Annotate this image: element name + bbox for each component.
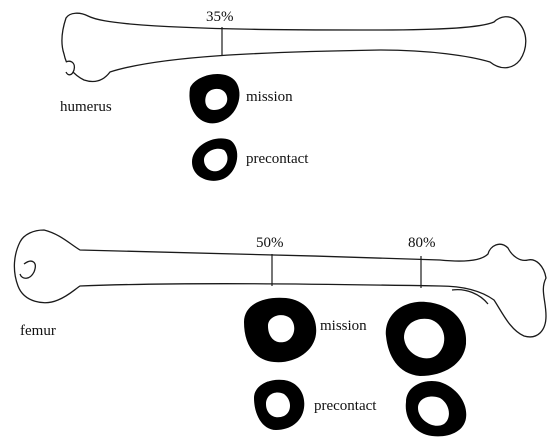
femur-mission-label: mission: [320, 318, 367, 334]
femur-80-precontact-cross-section: [406, 381, 467, 436]
femur-80-mission-cross-section: [386, 302, 466, 376]
humerus-outline: [62, 13, 526, 81]
humerus-marker-35-label: 35%: [206, 9, 234, 25]
humerus-precontact-cross-section: [192, 138, 237, 180]
femur-figure: 50% 80% femur mission precontact: [14, 230, 546, 436]
humerus-mission-label: mission: [246, 89, 293, 105]
femur-precontact-label: precontact: [314, 398, 377, 414]
humerus-figure: 35% humerus mission precontact: [60, 9, 526, 181]
humerus-precontact-label: precontact: [246, 151, 309, 167]
femur-marker-50-label: 50%: [256, 235, 284, 251]
humerus-label: humerus: [60, 99, 112, 115]
humerus-mission-cross-section: [189, 74, 239, 123]
femur-50-mission-cross-section: [244, 298, 316, 363]
femur-marker-80-label: 80%: [408, 235, 436, 251]
humerus-head-notch: [66, 61, 74, 75]
femur-50-precontact-cross-section: [254, 380, 304, 430]
femur-label: femur: [20, 323, 56, 339]
